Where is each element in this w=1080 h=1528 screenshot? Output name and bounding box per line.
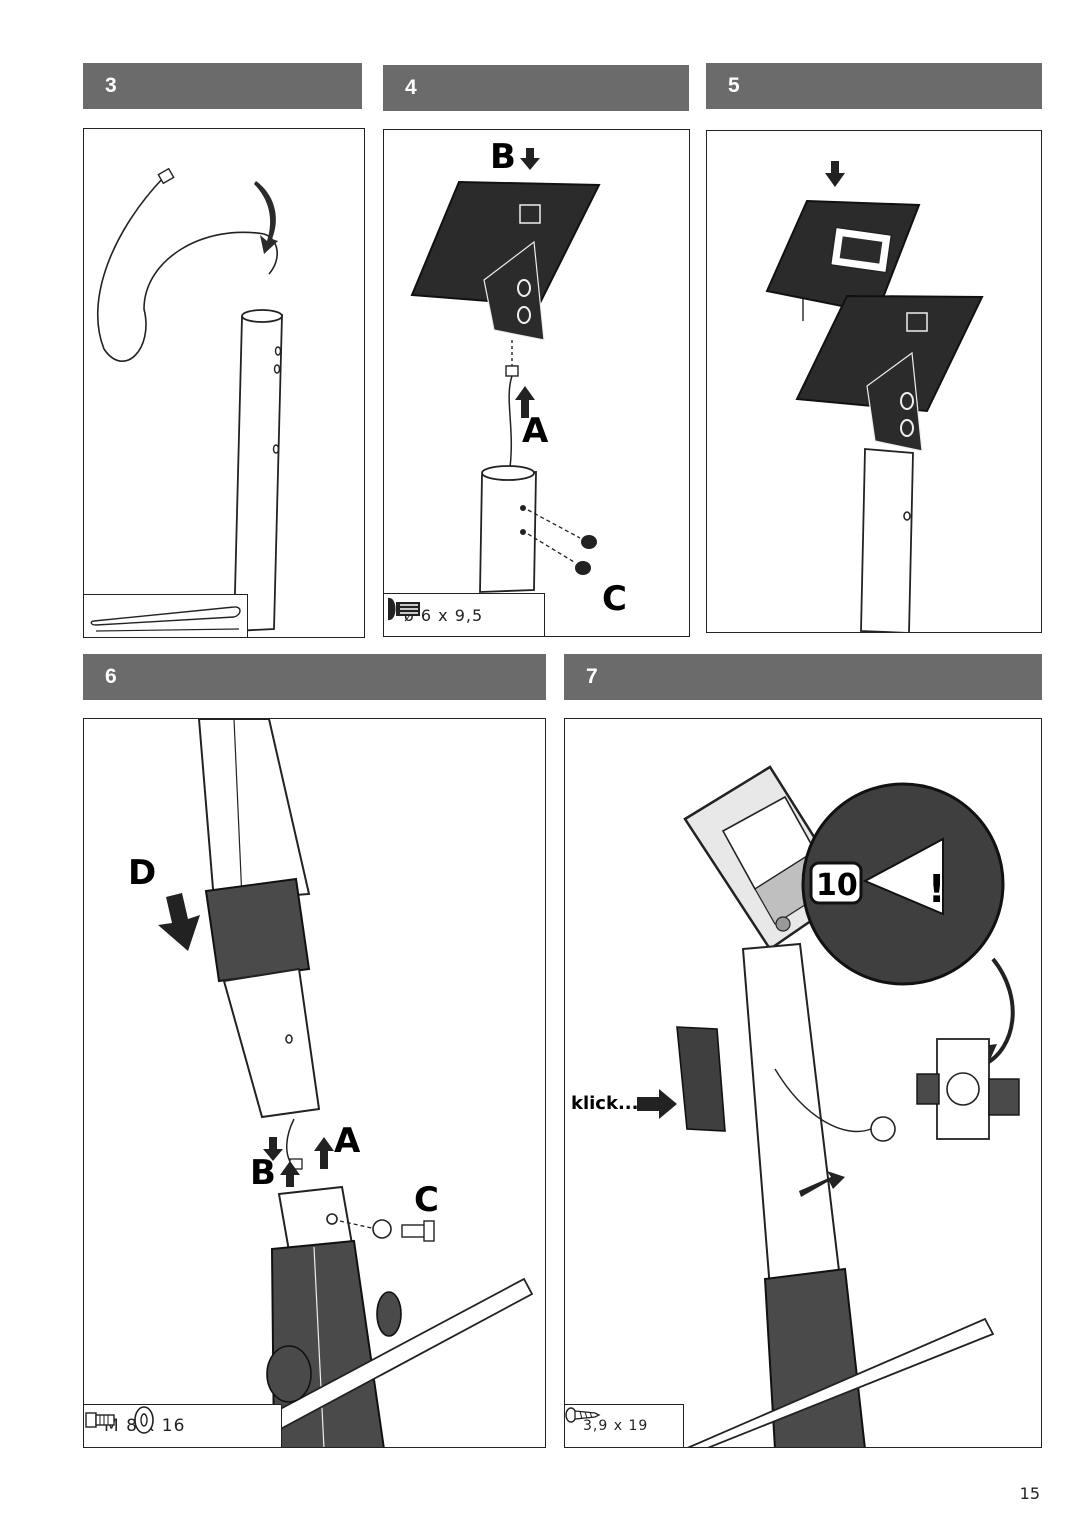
callout-c: C <box>602 579 627 619</box>
step-number: 3 <box>105 74 117 97</box>
hardware-inset-bolt: M 8 x 16 <box>84 1404 282 1447</box>
hardware-inset-cable-tool <box>84 594 248 637</box>
upright-assembly-drawing: D A B C <box>128 719 534 1447</box>
cable-connector-icon <box>505 365 519 377</box>
arrow-up-icon <box>515 386 535 418</box>
arrow-up-icon <box>280 1161 300 1187</box>
step-6-illustration: D A B C M 8 x 16 <box>83 718 546 1448</box>
callout-d: D <box>128 853 156 893</box>
step-4-illustration: B A C ø 6 x 9,5 <box>383 129 690 637</box>
arrow-down-icon <box>263 1137 283 1161</box>
step-7-header: 7 <box>564 654 1042 700</box>
washer-icon <box>372 1219 392 1239</box>
step-7-illustration: ! 10 klick... 3,9 x 19 <box>564 718 1042 1448</box>
console-attach-drawing <box>765 161 984 632</box>
callout-b: B <box>250 1153 276 1193</box>
hardware-inset-screw: 3,9 x 19 <box>565 1404 684 1447</box>
arrow-down-icon <box>825 161 845 187</box>
clip-part <box>676 1026 726 1132</box>
page-number: 15 <box>1019 1484 1040 1503</box>
hardware-inset-plug: ø 6 x 9,5 <box>384 593 545 636</box>
plug-icon <box>575 561 591 575</box>
step-number: 4 <box>405 76 417 99</box>
callout-a: A <box>334 1121 361 1161</box>
hardware-spec: ø 6 x 9,5 <box>404 605 484 625</box>
cable-connector-icon <box>157 167 175 185</box>
arrow-right-icon <box>637 1089 677 1119</box>
step-number: 6 <box>105 665 117 688</box>
step-5-header: 5 <box>706 63 1042 109</box>
step-3-illustration <box>83 128 365 638</box>
callout-a: A <box>522 411 549 451</box>
callout-c: C <box>414 1180 439 1220</box>
warning-mark: ! <box>928 867 945 911</box>
torque-badge: 10 <box>816 868 858 903</box>
arrow-up-icon <box>314 1137 334 1169</box>
step-4-header: 4 <box>383 65 689 111</box>
cable-tool-icon <box>90 606 241 632</box>
console-mount-drawing: B A C <box>410 137 627 619</box>
console-upright-drawing: ! 10 klick... <box>571 765 1020 1447</box>
plug-icon <box>581 535 597 549</box>
bolt-icon <box>401 1224 427 1238</box>
step-number: 5 <box>728 74 740 97</box>
plug-part-icon <box>388 597 420 621</box>
step-6-header: 6 <box>83 654 546 700</box>
warning-triangle-icon <box>862 837 944 916</box>
arrow-icon <box>799 1171 845 1197</box>
step-number: 7 <box>586 665 598 688</box>
screw-icon <box>565 1407 601 1423</box>
step-3-header: 3 <box>83 63 362 109</box>
curved-arrow-icon <box>254 181 278 254</box>
step-5-illustration <box>706 130 1042 633</box>
callout-b: B <box>490 137 516 177</box>
hardware-spec: 3,9 x 19 <box>583 1418 649 1434</box>
arrow-down-icon <box>158 893 200 951</box>
bolt-washer-icon <box>85 1406 154 1434</box>
upright-tube-cable-drawing <box>96 167 283 632</box>
arrow-down-icon <box>520 148 540 170</box>
klick-label: klick... <box>571 1093 638 1114</box>
